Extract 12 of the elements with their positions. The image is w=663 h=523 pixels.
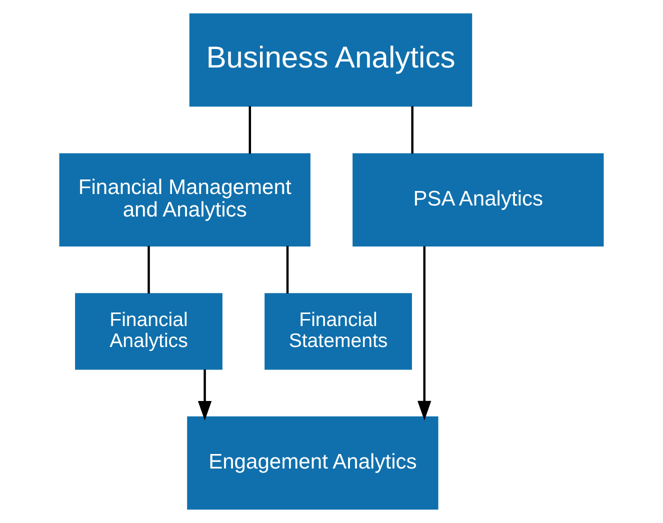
connector: [248, 106, 252, 154]
node-box: Financial Analytics: [75, 293, 222, 370]
node-box: Engagement Analytics: [187, 416, 438, 510]
node-box: PSA Analytics: [352, 153, 604, 246]
connector: [286, 246, 289, 294]
arrow: [418, 246, 432, 420]
arrow: [198, 370, 212, 421]
node-box: Financial Statements: [264, 293, 412, 370]
connector: [411, 106, 414, 154]
node-box: Financial Management and Analytics: [59, 153, 310, 246]
connector: [148, 246, 150, 294]
node-box: Business Analytics: [189, 13, 472, 107]
